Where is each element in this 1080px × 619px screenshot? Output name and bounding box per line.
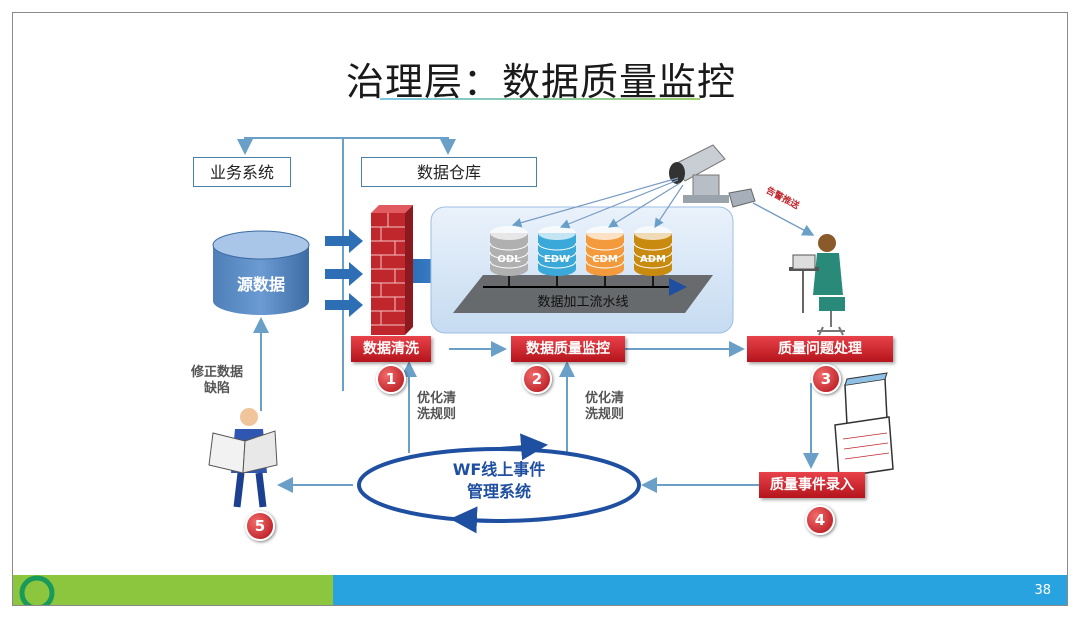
wf-cycle (357, 433, 641, 534)
operator-icon (789, 234, 845, 336)
reader-icon (208, 408, 278, 508)
fix-data-label: 修正数据 缺陷 (191, 365, 244, 396)
camera-icon (669, 144, 729, 203)
db-label: EDW (544, 254, 570, 265)
notebook-icon (834, 372, 894, 478)
footer-blue-bar (333, 575, 1067, 605)
step-4-badge: 4 (805, 505, 835, 535)
db-cdm-icon: CDM (585, 226, 625, 276)
business-system-box: 业务系统 (193, 157, 291, 187)
firewall (371, 205, 413, 335)
pipeline-databases: ODL EDW CDM ADM (489, 226, 673, 276)
page-number: 38 (1034, 583, 1051, 598)
step-3-label: 质量问题处理 (747, 336, 893, 362)
step-5-badge: 5 (245, 511, 275, 541)
diagram-canvas: ODL EDW CDM ADM (208, 137, 894, 534)
step-3-badge: 3 (811, 364, 841, 394)
step-2-label: 数据质量监控 (511, 336, 625, 362)
data-warehouse-box: 数据仓库 (361, 157, 537, 187)
inflow-arrows (325, 229, 363, 317)
db-edw-icon: EDW (537, 226, 577, 276)
title-underline (380, 98, 700, 100)
alarm-arrow (752, 202, 815, 236)
source-db (212, 230, 310, 315)
step-1-badge: 1 (376, 364, 406, 394)
db-label: ADM (640, 254, 666, 265)
db-label: CDM (592, 254, 618, 265)
db-adm-icon: ADM (633, 226, 673, 276)
footer-green-bar (13, 575, 333, 605)
optimize-label-2: 优化清 洗规则 (585, 391, 625, 422)
wf-system-label: WF线上事件 管理系统 (452, 460, 546, 501)
pipeline-label: 数据加工流水线 (537, 295, 629, 310)
phone-icon (728, 188, 756, 208)
pipeline-panel (430, 206, 734, 334)
step-1-label: 数据清洗 (351, 336, 431, 362)
source-data-label: 源数据 (236, 275, 285, 294)
db-odl-icon: ODL (489, 226, 529, 276)
db-label: ODL (497, 254, 521, 265)
pipeline-platform (453, 275, 713, 313)
step-4-label: 质量事件录入 (759, 472, 865, 498)
slide: 治理层：数据质量监控 (12, 12, 1068, 606)
page-title: 治理层：数据质量监控 (345, 60, 736, 104)
camera-rays (511, 177, 684, 229)
optimize-label-1: 优化清 洗规则 (417, 391, 457, 422)
top-connectors (237, 137, 456, 391)
step-2-badge: 2 (522, 364, 552, 394)
logo-icon (19, 575, 55, 605)
